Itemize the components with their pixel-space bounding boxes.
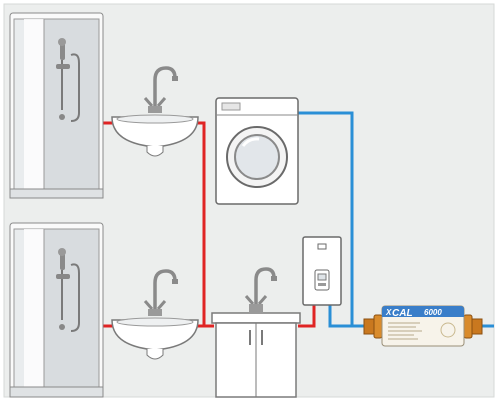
shower-cabin-icon [9, 12, 104, 199]
sink-icon [111, 317, 199, 360]
device-brand: CAL [392, 308, 413, 319]
sink-icon [111, 114, 199, 157]
washing-machine-icon [215, 97, 299, 205]
shower-cabin-icon [9, 222, 104, 398]
faucet-icon [244, 267, 277, 313]
device-model: 6000 [424, 308, 442, 317]
vanity-cabinet-icon [211, 312, 301, 398]
water-treatment-device-icon: X CAL 6000 [363, 305, 483, 347]
faucet-icon [143, 269, 178, 316]
device-brand-prefix: X [385, 308, 392, 317]
device-print-lines [388, 322, 422, 340]
faucet-icon [143, 66, 178, 113]
water-heater-icon [302, 236, 342, 306]
